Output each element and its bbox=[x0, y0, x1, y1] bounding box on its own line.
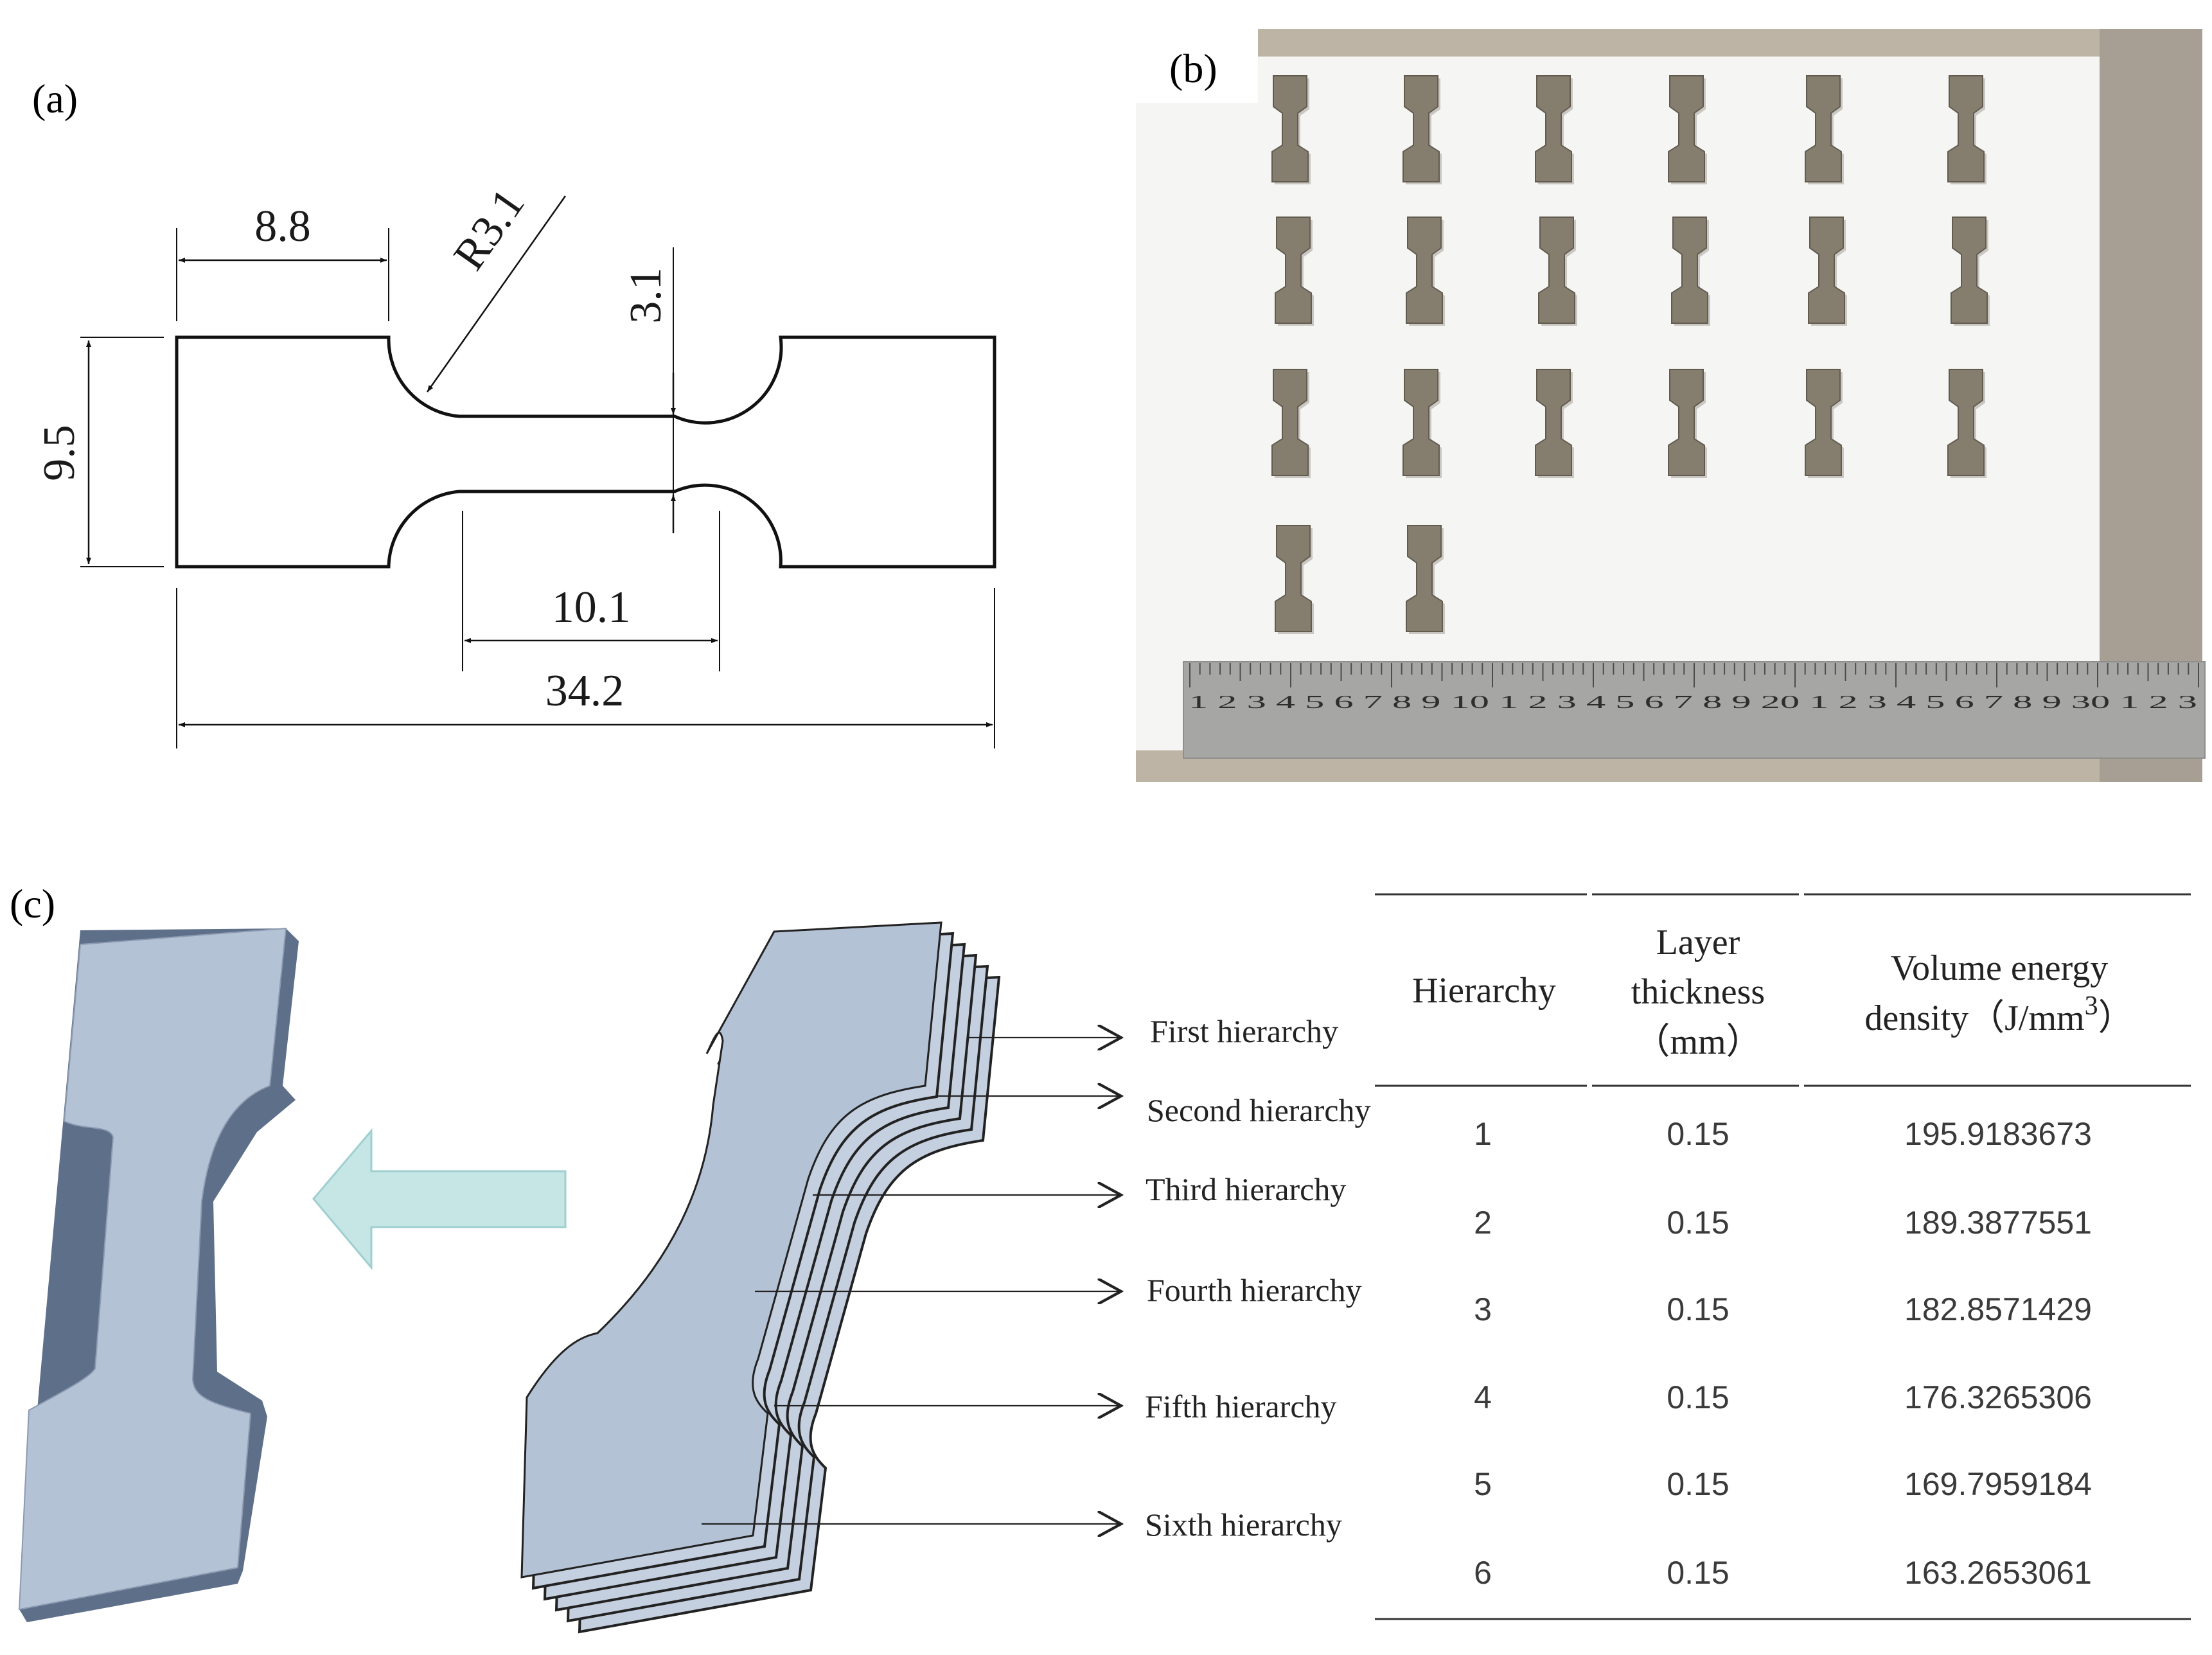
cell-ved: 195.9183673 bbox=[1904, 1116, 2092, 1152]
ruler-numbers: 1 2 3 4 5 6 7 8 9 10 1 2 3 4 5 6 7 8 9 2… bbox=[1189, 693, 2197, 712]
panel-a: (a) 8.8 9.5 10.1 34. bbox=[32, 76, 996, 748]
photo-specimen bbox=[1402, 369, 1442, 478]
label-gauge-width: 3.1 bbox=[621, 267, 671, 324]
table-row: 1 0.15 195.9183673 bbox=[1474, 1116, 2092, 1152]
cell-hierarchy: 6 bbox=[1474, 1555, 1492, 1591]
hierarchy-label: Second hierarchy bbox=[1147, 1092, 1370, 1128]
panel-c-label: (c) bbox=[10, 881, 55, 926]
cell-ved: 169.7959184 bbox=[1904, 1466, 2092, 1502]
cell-ved: 163.2653061 bbox=[1904, 1555, 2092, 1591]
cell-hierarchy: 1 bbox=[1474, 1116, 1492, 1152]
header-ved-3: ） bbox=[2098, 998, 2134, 1038]
table-body: 1 0.15 195.9183673 2 0.15 189.3877551 3 0.15 182… bbox=[1474, 1116, 2092, 1591]
photo-specimen bbox=[1275, 217, 1314, 326]
label-gauge-length: 10.1 bbox=[552, 583, 631, 632]
header-layer-2: thickness bbox=[1631, 972, 1765, 1012]
table-row: 6 0.15 163.2653061 bbox=[1474, 1555, 2092, 1591]
header-layer-1: Layer bbox=[1656, 923, 1740, 962]
assembled-specimen bbox=[18, 927, 299, 1622]
photo-specimen bbox=[1668, 369, 1707, 478]
table-header: Hierarchy Layer thickness （mm） Volume en… bbox=[1412, 923, 2134, 1062]
cell-hierarchy: 5 bbox=[1474, 1466, 1492, 1502]
table-row: 3 0.15 182.8571429 bbox=[1474, 1291, 2092, 1327]
cell-thickness: 0.15 bbox=[1667, 1291, 1729, 1327]
extension-lines bbox=[80, 228, 995, 748]
cell-ved: 189.3877551 bbox=[1904, 1205, 2092, 1241]
layered-specimen bbox=[520, 921, 1001, 1634]
header-ved-2: density（J/mm bbox=[1864, 998, 2084, 1038]
photo-specimen bbox=[1805, 369, 1844, 478]
cell-thickness: 0.15 bbox=[1667, 1379, 1729, 1415]
table-rules bbox=[1375, 893, 2191, 1620]
hierarchy-label: First hierarchy bbox=[1150, 1013, 1338, 1049]
photo-specimen bbox=[1406, 217, 1445, 326]
photo-specimen bbox=[1535, 75, 1574, 184]
cell-thickness: 0.15 bbox=[1667, 1205, 1729, 1241]
photo-specimens bbox=[1271, 75, 1990, 634]
photo-specimen bbox=[1805, 75, 1844, 184]
hierarchy-label: Third hierarchy bbox=[1146, 1171, 1346, 1207]
photo-specimen bbox=[1808, 217, 1847, 326]
photo-specimen bbox=[1947, 369, 1986, 478]
cell-hierarchy: 4 bbox=[1474, 1379, 1492, 1415]
header-ved-line-2: density（J/mm3） bbox=[1864, 991, 2134, 1038]
panel-a-label: (a) bbox=[32, 76, 78, 121]
specimen-layer bbox=[520, 921, 942, 1579]
header-hierarchy: Hierarchy bbox=[1412, 971, 1556, 1011]
photo-specimen bbox=[1402, 75, 1442, 184]
header-ved-sup: 3 bbox=[2085, 991, 2098, 1021]
header-layer-3: （mm） bbox=[1634, 1022, 1762, 1062]
cell-thickness: 0.15 bbox=[1667, 1466, 1729, 1502]
photo-specimen bbox=[1271, 369, 1311, 478]
hierarchy-label: Fifth hierarchy bbox=[1145, 1388, 1337, 1424]
photo-specimen bbox=[1271, 75, 1311, 184]
photo-specimen bbox=[1535, 369, 1574, 478]
photo-shadow-right bbox=[2100, 29, 2202, 782]
label-grip-length: 8.8 bbox=[254, 202, 311, 251]
panel-b-label: (b) bbox=[1169, 46, 1217, 91]
photo-specimen bbox=[1538, 217, 1577, 326]
steel-ruler: 1 2 3 4 5 6 7 8 9 10 1 2 3 4 5 6 7 8 9 2… bbox=[1183, 661, 2206, 759]
dimension-labels: 8.8 9.5 10.1 34.2 3.1 R3.1 bbox=[35, 180, 671, 716]
photo-specimen bbox=[1668, 75, 1707, 184]
table-row: 5 0.15 169.7959184 bbox=[1474, 1466, 2092, 1502]
header-ved-1: Volume energy bbox=[1891, 948, 2109, 988]
cell-hierarchy: 2 bbox=[1474, 1205, 1492, 1241]
cell-thickness: 0.15 bbox=[1667, 1116, 1729, 1152]
hierarchy-label: Sixth hierarchy bbox=[1145, 1507, 1342, 1543]
cell-ved: 176.3265306 bbox=[1904, 1379, 2092, 1415]
specimen-outline bbox=[175, 335, 996, 569]
label-box bbox=[1136, 29, 1258, 103]
table-row: 4 0.15 176.3265306 bbox=[1474, 1379, 2092, 1415]
photo-specimen bbox=[1951, 217, 1990, 326]
photo-specimen bbox=[1671, 217, 1710, 326]
assembly-arrow-icon bbox=[312, 1128, 567, 1271]
cell-hierarchy: 3 bbox=[1474, 1291, 1492, 1327]
assembled-specimen-face bbox=[18, 927, 287, 1611]
label-total-length: 34.2 bbox=[545, 666, 624, 716]
dimension-lines bbox=[86, 195, 993, 727]
label-total-width: 9.5 bbox=[35, 425, 84, 481]
hierarchy-label: Fourth hierarchy bbox=[1147, 1272, 1362, 1308]
dim-fillet-radius bbox=[426, 195, 567, 393]
panel-b: (b) 1 2 3 4 5 6 7 8 9 10 1 2 3 4 5 6 7 8… bbox=[1136, 29, 2206, 782]
photo-specimen bbox=[1947, 75, 1986, 184]
label-fillet-radius: R3.1 bbox=[445, 180, 535, 279]
parameter-table: Hierarchy Layer thickness （mm） Volume en… bbox=[1375, 893, 2191, 1620]
table-row: 2 0.15 189.3877551 bbox=[1474, 1205, 2092, 1241]
cell-ved: 182.8571429 bbox=[1904, 1291, 2092, 1327]
cell-thickness: 0.15 bbox=[1667, 1555, 1729, 1591]
ruler-ticks bbox=[1189, 663, 2199, 687]
photo-specimen bbox=[1275, 525, 1314, 634]
photo-specimen bbox=[1406, 525, 1445, 634]
